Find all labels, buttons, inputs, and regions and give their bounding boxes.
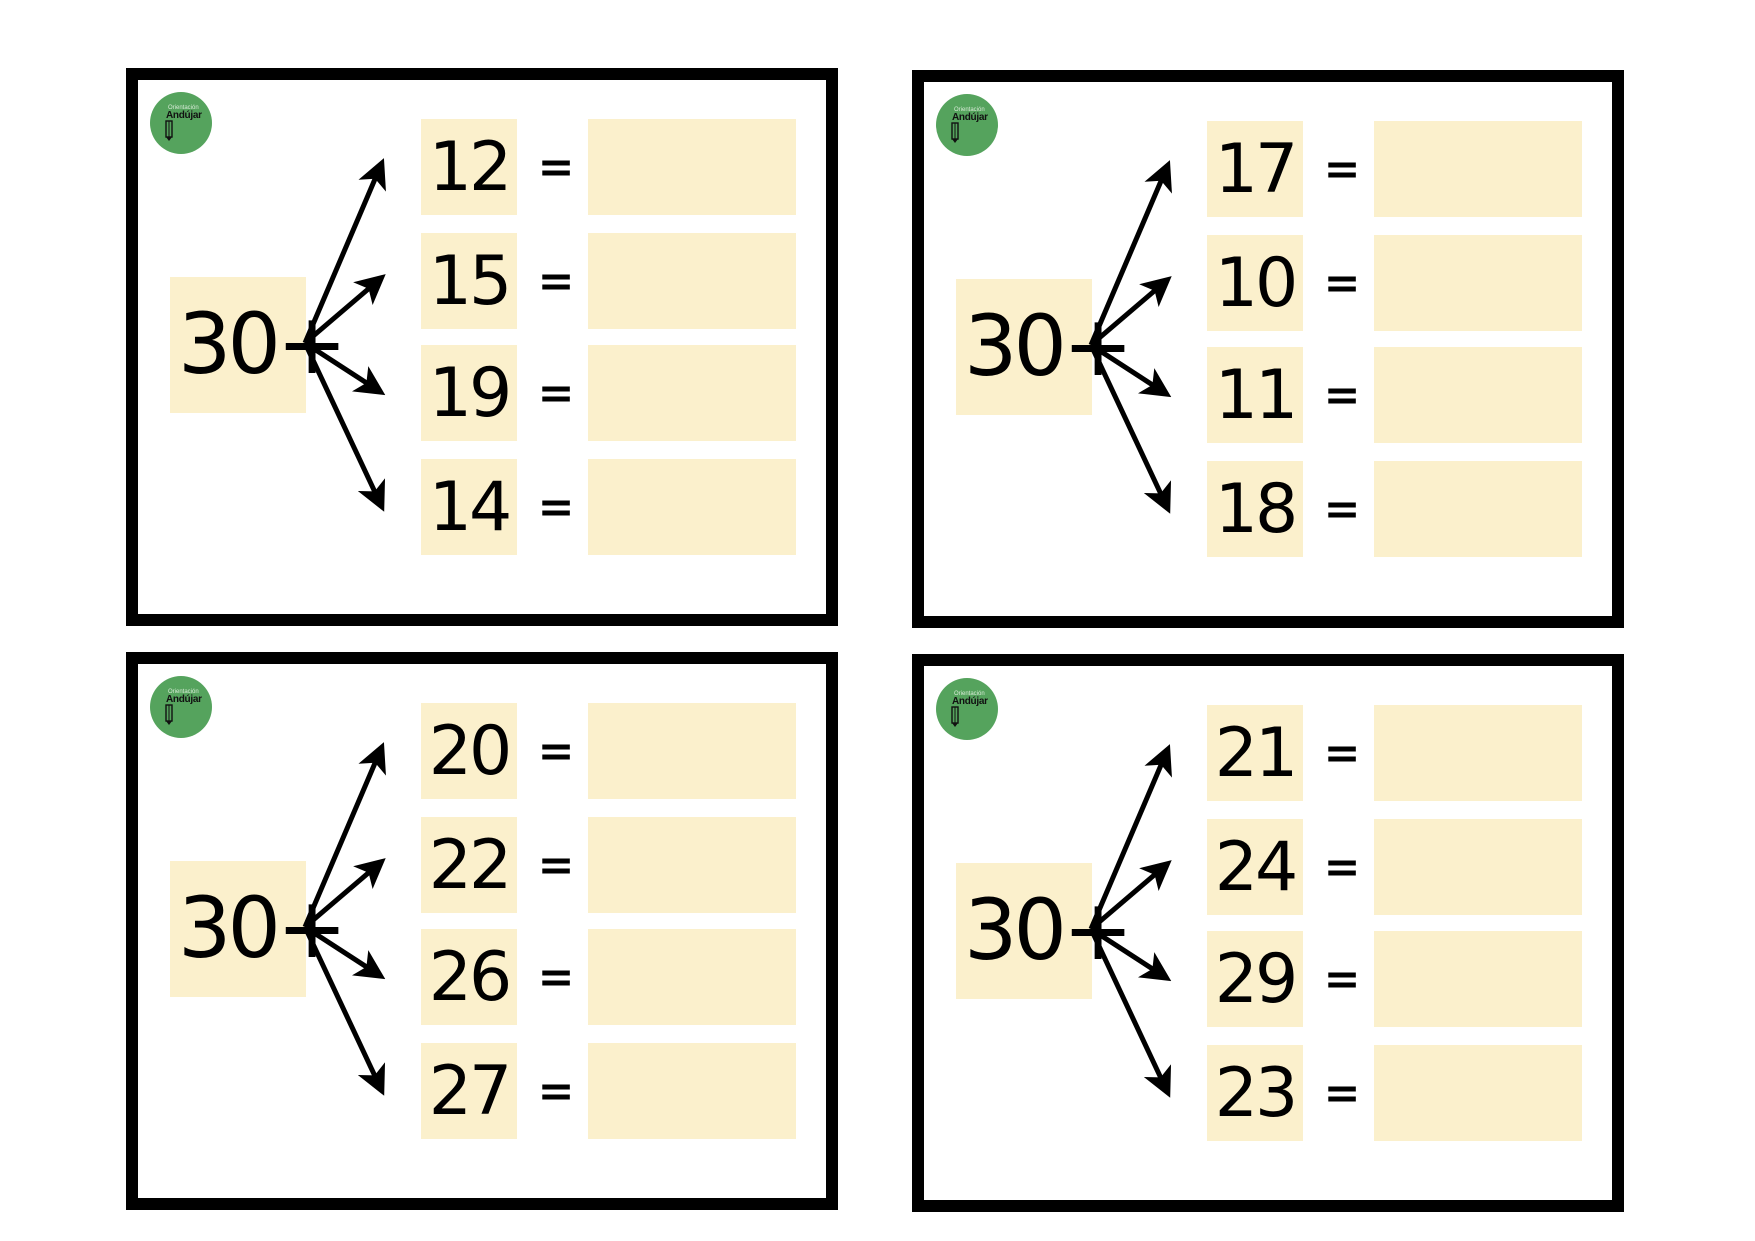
- arrow-3: [1089, 342, 1172, 398]
- branch-arrows: [302, 742, 386, 1096]
- answer-box[interactable]: [588, 1043, 796, 1139]
- equals-sign: =: [537, 839, 575, 891]
- base-number-box: [170, 277, 306, 413]
- equals-sign: =: [1323, 143, 1361, 195]
- answer-box[interactable]: [1374, 1045, 1582, 1141]
- addend-box: 27: [421, 1043, 517, 1139]
- exercise-card-2: Orientación Andújar 30+ 17 = 10 = 11 = 1…: [912, 70, 1624, 628]
- base-number-box: [956, 863, 1092, 999]
- addend-box: 24: [1207, 819, 1303, 915]
- pencil-icon: [165, 704, 173, 725]
- logo-top-text: Orientación: [954, 691, 985, 697]
- arrow-2: [303, 274, 386, 345]
- arrow-4: [302, 925, 386, 1096]
- answer-box[interactable]: [1374, 121, 1582, 217]
- pencil-icon: [951, 706, 959, 727]
- logo-badge: Orientación Andújar: [936, 678, 998, 740]
- answer-box[interactable]: [1374, 819, 1582, 915]
- equals-sign: =: [1323, 257, 1361, 309]
- logo-top-text: Orientación: [168, 105, 199, 111]
- arrow-3: [303, 340, 386, 396]
- answer-box[interactable]: [1374, 235, 1582, 331]
- base-number-box: [170, 861, 306, 997]
- addend-box: 19: [421, 345, 517, 441]
- logo-name: Andújar: [952, 112, 988, 123]
- arrow-1: [1088, 744, 1172, 930]
- addend-box: 18: [1207, 461, 1303, 557]
- answer-box[interactable]: [1374, 931, 1582, 1027]
- pencil-icon: [951, 122, 959, 143]
- answer-box[interactable]: [588, 459, 796, 555]
- equals-sign: =: [537, 255, 575, 307]
- answer-box[interactable]: [588, 345, 796, 441]
- logo-badge: Orientación Andújar: [936, 94, 998, 156]
- logo-badge: Orientación Andújar: [150, 92, 212, 154]
- equals-sign: =: [1323, 1067, 1361, 1119]
- addend-box: 10: [1207, 235, 1303, 331]
- logo-badge: Orientación Andújar: [150, 676, 212, 738]
- equals-sign: =: [537, 367, 575, 419]
- exercise-card-4: Orientación Andújar 30+ 21 = 24 = 29 = 2…: [912, 654, 1624, 1212]
- arrow-4: [302, 341, 386, 512]
- branch-arrows: [1088, 160, 1172, 514]
- addend-box: 22: [421, 817, 517, 913]
- arrow-4: [1088, 927, 1172, 1098]
- answer-box[interactable]: [1374, 461, 1582, 557]
- equals-sign: =: [1323, 483, 1361, 535]
- equals-sign: =: [537, 141, 575, 193]
- branch-arrows: [302, 158, 386, 512]
- arrow-4: [1088, 343, 1172, 514]
- exercise-card-1: Orientación Andújar 30+ 12 = 15 = 19 = 1…: [126, 68, 838, 626]
- logo-name: Andújar: [166, 110, 202, 121]
- equals-sign: =: [1323, 727, 1361, 779]
- equals-sign: =: [537, 951, 575, 1003]
- logo-name: Andújar: [166, 694, 202, 705]
- addend-box: 20: [421, 703, 517, 799]
- equals-sign: =: [1323, 841, 1361, 893]
- equals-sign: =: [1323, 369, 1361, 421]
- addend-box: 14: [421, 459, 517, 555]
- addend-box: 15: [421, 233, 517, 329]
- pencil-icon: [165, 120, 173, 141]
- addend-box: 12: [421, 119, 517, 215]
- equals-sign: =: [537, 481, 575, 533]
- arrow-2: [1089, 276, 1172, 347]
- arrow-2: [1089, 860, 1172, 931]
- logo-name: Andújar: [952, 696, 988, 707]
- answer-box[interactable]: [588, 119, 796, 215]
- answer-box[interactable]: [588, 703, 796, 799]
- equals-sign: =: [1323, 953, 1361, 1005]
- branch-arrows: [1088, 744, 1172, 1098]
- equals-sign: =: [537, 1065, 575, 1117]
- answer-box[interactable]: [588, 817, 796, 913]
- addend-box: 21: [1207, 705, 1303, 801]
- arrow-1: [302, 742, 386, 928]
- logo-top-text: Orientación: [168, 689, 199, 695]
- arrow-3: [303, 924, 386, 980]
- arrow-3: [1089, 926, 1172, 982]
- base-number-box: [956, 279, 1092, 415]
- answer-box[interactable]: [588, 929, 796, 1025]
- arrow-1: [1088, 160, 1172, 346]
- addend-box: 29: [1207, 931, 1303, 1027]
- answer-box[interactable]: [588, 233, 796, 329]
- arrow-2: [303, 858, 386, 929]
- arrow-1: [302, 158, 386, 344]
- equals-sign: =: [537, 725, 575, 777]
- addend-box: 26: [421, 929, 517, 1025]
- answer-box[interactable]: [1374, 705, 1582, 801]
- answer-box[interactable]: [1374, 347, 1582, 443]
- logo-top-text: Orientación: [954, 107, 985, 113]
- exercise-card-3: Orientación Andújar 30+ 20 = 22 = 26 = 2…: [126, 652, 838, 1210]
- addend-box: 11: [1207, 347, 1303, 443]
- addend-box: 17: [1207, 121, 1303, 217]
- addend-box: 23: [1207, 1045, 1303, 1141]
